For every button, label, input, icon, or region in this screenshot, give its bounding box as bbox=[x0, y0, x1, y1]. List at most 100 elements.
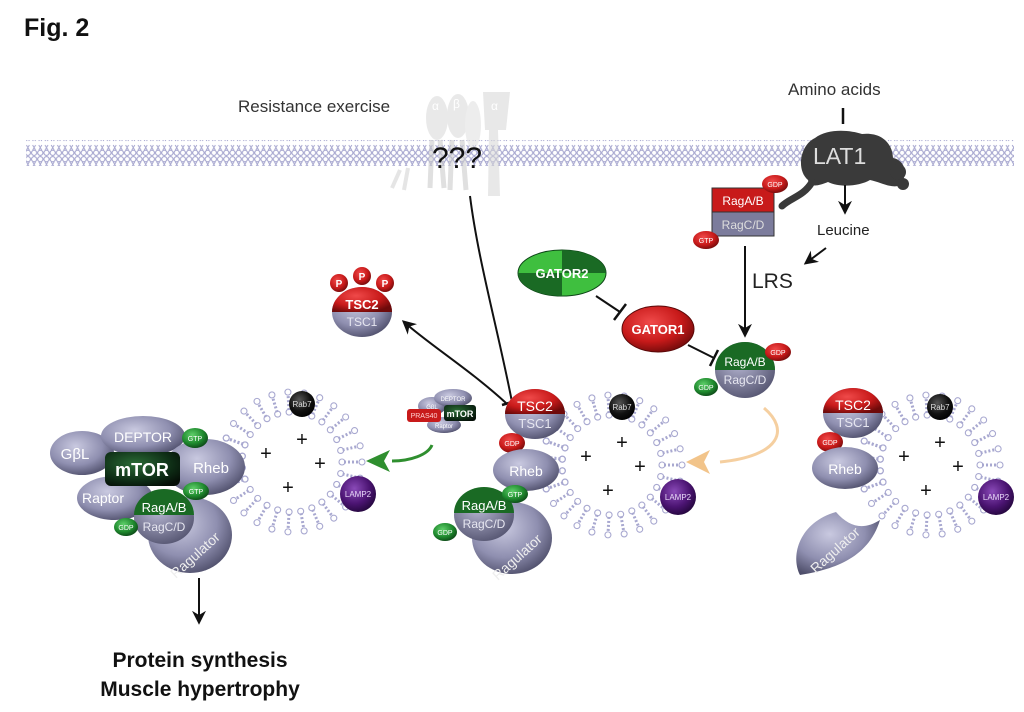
svg-text:TSC1: TSC1 bbox=[836, 415, 869, 430]
lipid bbox=[326, 413, 350, 434]
lipid bbox=[638, 501, 658, 525]
inactive-lysosome-complex: TSC2 TSC1 GDP Rheb Ragulator bbox=[796, 388, 883, 576]
protein-synthesis-label: Protein synthesis bbox=[112, 649, 288, 672]
muscle-hypertrophy-label: Muscle hypertrophy bbox=[100, 678, 300, 701]
phospho-token bbox=[376, 274, 394, 292]
svg-text:P: P bbox=[382, 279, 389, 290]
lipid bbox=[229, 419, 254, 439]
svg-text:LAMP2: LAMP2 bbox=[345, 490, 372, 499]
svg-text:GDP: GDP bbox=[698, 385, 714, 392]
figure-title: Fig. 2 bbox=[24, 14, 90, 42]
active-mtorc1-complex: GβL DEPTOR Raptor Rheb mTOR RagA/B RagC/… bbox=[50, 416, 245, 581]
inhibition-bar bbox=[708, 349, 720, 367]
lipid bbox=[860, 478, 887, 493]
lipid bbox=[604, 391, 613, 419]
lipid bbox=[318, 498, 338, 522]
gator2-node: GATOR2 bbox=[517, 249, 607, 297]
gtp-token bbox=[502, 485, 528, 503]
lipid bbox=[333, 427, 359, 444]
gator1-label: GATOR1 bbox=[632, 322, 685, 337]
inhibition-gator2-gator1 bbox=[595, 295, 621, 313]
unknown-sensor-label: ??? bbox=[432, 142, 482, 175]
svg-text:GTP: GTP bbox=[189, 489, 204, 496]
lipid bbox=[653, 430, 679, 447]
lamp2-node: LAMP2 bbox=[978, 479, 1014, 515]
lipid bbox=[891, 504, 909, 530]
svg-text:GTP: GTP bbox=[188, 436, 203, 443]
svg-text:GDP: GDP bbox=[767, 182, 783, 189]
resistance-exercise-label: Resistance exercise bbox=[238, 97, 390, 116]
lipid bbox=[628, 507, 644, 533]
lamp2-node: LAMP2 bbox=[340, 476, 376, 512]
lipid bbox=[284, 508, 293, 536]
lipid bbox=[867, 488, 892, 508]
lipid bbox=[560, 497, 582, 520]
svg-text:Rheb: Rheb bbox=[509, 463, 543, 479]
beta-subunit-label: β bbox=[453, 97, 460, 111]
gtp-token bbox=[182, 428, 208, 448]
svg-text:RagC/D: RagC/D bbox=[143, 520, 186, 534]
gdp-token bbox=[765, 343, 791, 361]
lipid bbox=[240, 407, 262, 430]
lipid bbox=[542, 437, 569, 452]
svg-text:P: P bbox=[336, 279, 343, 290]
lat1-label: LAT1 bbox=[813, 143, 866, 169]
leucine-label: Leucine bbox=[817, 222, 870, 239]
lipid bbox=[935, 510, 946, 538]
svg-text:GβL: GβL bbox=[426, 405, 438, 411]
lipid bbox=[976, 461, 1004, 469]
lipid bbox=[906, 394, 920, 421]
plus-sign: + bbox=[282, 477, 294, 499]
svg-text:TSC2: TSC2 bbox=[517, 398, 553, 414]
inhibition-exercise-to-tsc bbox=[469, 195, 513, 403]
inactive-arrow-head bbox=[686, 450, 710, 474]
gtp-token bbox=[183, 482, 209, 500]
lipid bbox=[906, 509, 920, 536]
lipid bbox=[628, 397, 644, 423]
membrane-rag-heterodimer: RagA/B RagC/D GDP GTP bbox=[693, 175, 788, 249]
svg-text:DEPTOR: DEPTOR bbox=[114, 429, 172, 445]
lipid bbox=[318, 402, 338, 426]
plus-sign: + bbox=[898, 446, 910, 468]
plus-sign: + bbox=[602, 480, 614, 502]
svg-text:RagA/B: RagA/B bbox=[724, 355, 765, 369]
arrow-leucine-to-lrs bbox=[803, 247, 827, 265]
amino-acids-label: Amino acids bbox=[788, 80, 881, 99]
rab7-node: Rab7 bbox=[609, 394, 635, 420]
lipid bbox=[946, 397, 962, 423]
svg-text:RagA/B: RagA/B bbox=[462, 498, 507, 513]
svg-text:Rheb: Rheb bbox=[193, 460, 229, 477]
svg-text:Rheb: Rheb bbox=[828, 461, 862, 477]
lipid bbox=[573, 400, 591, 426]
svg-text:GDP: GDP bbox=[504, 441, 520, 448]
svg-text:LAMP2: LAMP2 bbox=[983, 493, 1010, 502]
plus-sign: + bbox=[296, 429, 308, 451]
svg-text:GTP: GTP bbox=[699, 238, 714, 245]
lipid bbox=[573, 504, 591, 530]
inhibition-gator1-rag bbox=[687, 344, 715, 359]
plus-sign: + bbox=[616, 432, 628, 454]
lipid bbox=[253, 501, 271, 527]
lipid bbox=[222, 434, 249, 449]
lipid bbox=[549, 488, 574, 508]
svg-text:GβL: GβL bbox=[61, 446, 90, 463]
lipid bbox=[240, 494, 262, 517]
svg-text:Raptor: Raptor bbox=[435, 424, 453, 430]
plus-sign: + bbox=[952, 456, 964, 478]
lipid bbox=[268, 391, 282, 418]
lipid bbox=[308, 394, 324, 420]
lipid bbox=[268, 506, 282, 533]
cytosolic-rag-heterodimer: RagA/B RagC/D GDP GDP bbox=[694, 342, 791, 398]
svg-text:GDP: GDP bbox=[822, 440, 838, 447]
svg-text:GDP: GDP bbox=[118, 525, 134, 532]
svg-text:GDP: GDP bbox=[437, 530, 453, 537]
lat1-transporter-icon bbox=[778, 130, 909, 210]
lamp2-node: LAMP2 bbox=[660, 479, 696, 515]
arrow-to-phospho-tsc bbox=[401, 320, 507, 404]
lipid bbox=[297, 507, 308, 535]
lipid bbox=[588, 394, 602, 421]
plus-sign: + bbox=[580, 446, 592, 468]
inhibited-mtorc1-complex: GβL DEPTOR Raptor PRAS40 mTOR bbox=[407, 389, 476, 433]
plus-sign: + bbox=[634, 456, 646, 478]
rab7-node: Rab7 bbox=[289, 391, 315, 417]
